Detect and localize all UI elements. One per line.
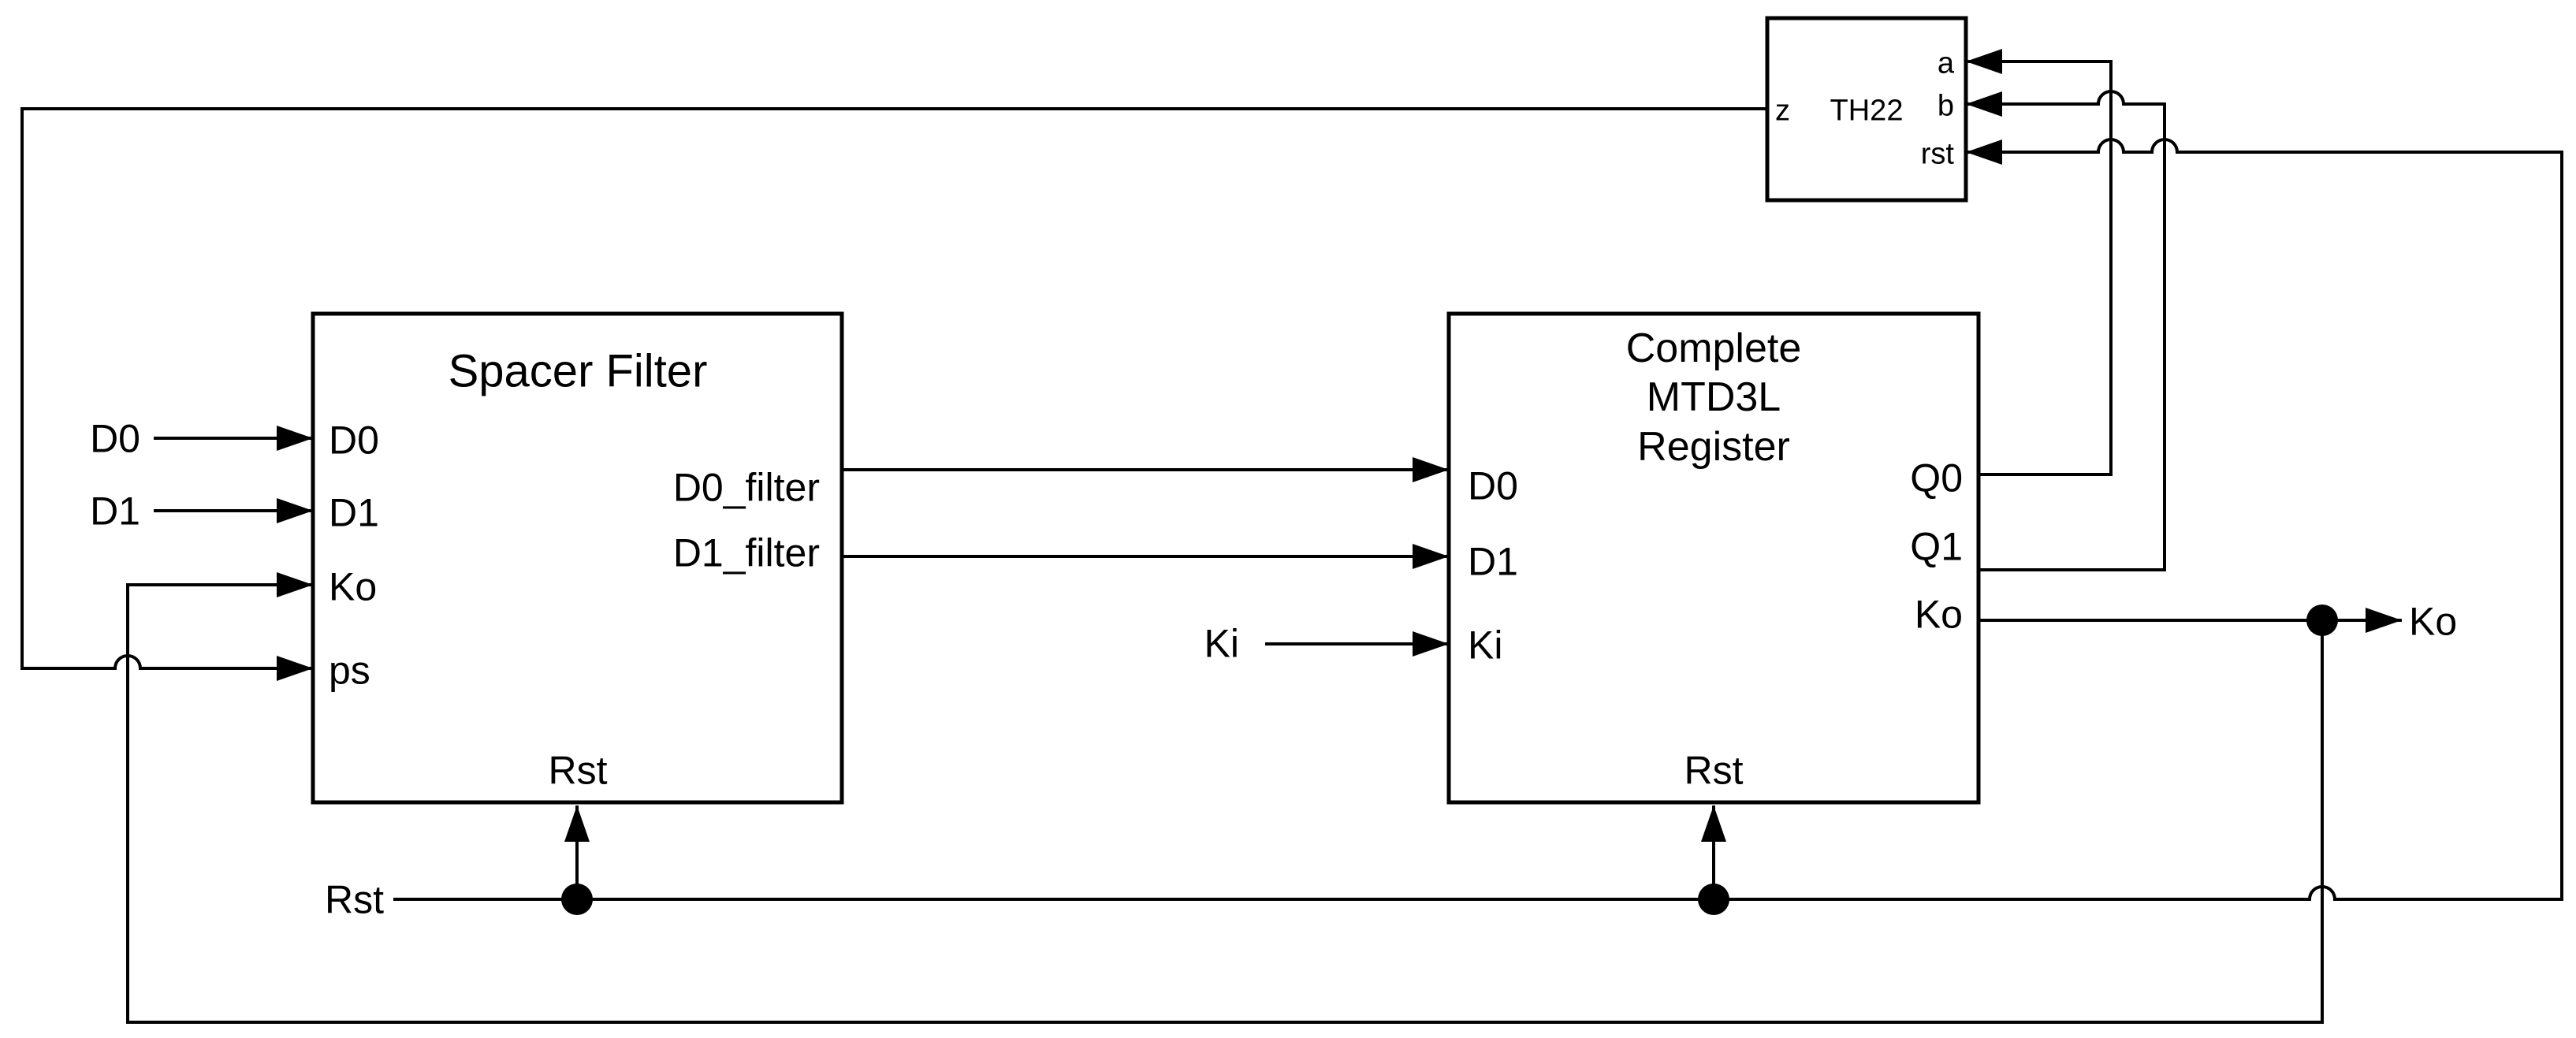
mtd3l-title-line3: Register [1637, 424, 1790, 470]
port-label-d0: D0 [1468, 464, 1518, 508]
port-label-rst: Rst [1684, 749, 1744, 793]
arrowhead-icon-q0-to-a [1966, 49, 2002, 74]
port-label-ps: ps [329, 649, 370, 693]
arrowhead-icon-d0-filter-wire [1413, 457, 1449, 482]
port-label-d1: D1 [329, 491, 379, 535]
arrowhead-icon-rst-to-spacer [564, 805, 590, 842]
th22-gate-block-box [1765, 16, 1968, 203]
wire-z-feedback-to-ps [20, 107, 1767, 670]
signal-label-ki-input: Ki [1204, 622, 1239, 666]
port-label-ko: Ko [1915, 593, 1963, 637]
th22-title: TH22 [1830, 94, 1904, 127]
wire-q1-to-b [1966, 90, 2166, 571]
port-label-d1: D1 [1468, 540, 1518, 584]
port-label-a: a [1938, 47, 1955, 80]
arrowhead-icon-rst-to-mtd3l [1701, 805, 1726, 842]
signal-label-d1-input: D1 [90, 489, 140, 534]
arrowhead-icon-d0-input [277, 426, 313, 451]
signal-label-rst-input: Rst [325, 878, 384, 922]
mtd3l-title-line1: Complete [1626, 326, 1802, 371]
arrowhead-icon-ko-feedback-loop [277, 572, 313, 597]
mtd3l-register-block-box [1446, 311, 1981, 805]
port-label-q1: Q1 [1910, 525, 1963, 569]
spacer-filter-block-box [311, 311, 844, 805]
port-label-q0: Q0 [1910, 456, 1963, 500]
port-label-rst: rst [1921, 137, 1955, 170]
port-label-rst: Rst [549, 749, 608, 793]
arrowhead-icon-rst-distribution [1966, 140, 2002, 165]
port-label-ki: Ki [1468, 623, 1502, 668]
mtd3l-title-line2: MTD3L [1647, 374, 1781, 420]
arrowhead-icon-d1-filter-wire [1413, 544, 1449, 569]
port-label-ko: Ko [329, 565, 377, 609]
junction-dot-ko [2306, 605, 2338, 636]
port-label-d0: D0 [329, 419, 379, 463]
port-label-z: z [1775, 94, 1790, 127]
junction-dot-rst-spacer [561, 884, 593, 915]
arrowhead-icon-ko-output [2366, 608, 2402, 633]
junction-dot-rst-mtd3l [1698, 884, 1729, 915]
arrowhead-icon-z-feedback-to-ps [277, 656, 313, 681]
arrowhead-icon-ki-input [1413, 631, 1449, 657]
wire-q0-to-a [1966, 60, 2113, 476]
arrowhead-icon-q1-to-b [1966, 91, 2002, 117]
signal-label-ko-output: Ko [2409, 600, 2457, 644]
th22-gate-block: z TH22 ab rst [1765, 16, 1968, 203]
spacer-filter-title: Spacer Filter [449, 345, 708, 396]
port-label-d1-filter: D1_filter [673, 531, 820, 575]
port-label-b: b [1938, 89, 1954, 122]
arrowhead-icon-d1-input [277, 498, 313, 523]
port-label-d0-filter: D0_filter [673, 466, 820, 510]
signal-label-d0-input: D0 [90, 417, 140, 461]
